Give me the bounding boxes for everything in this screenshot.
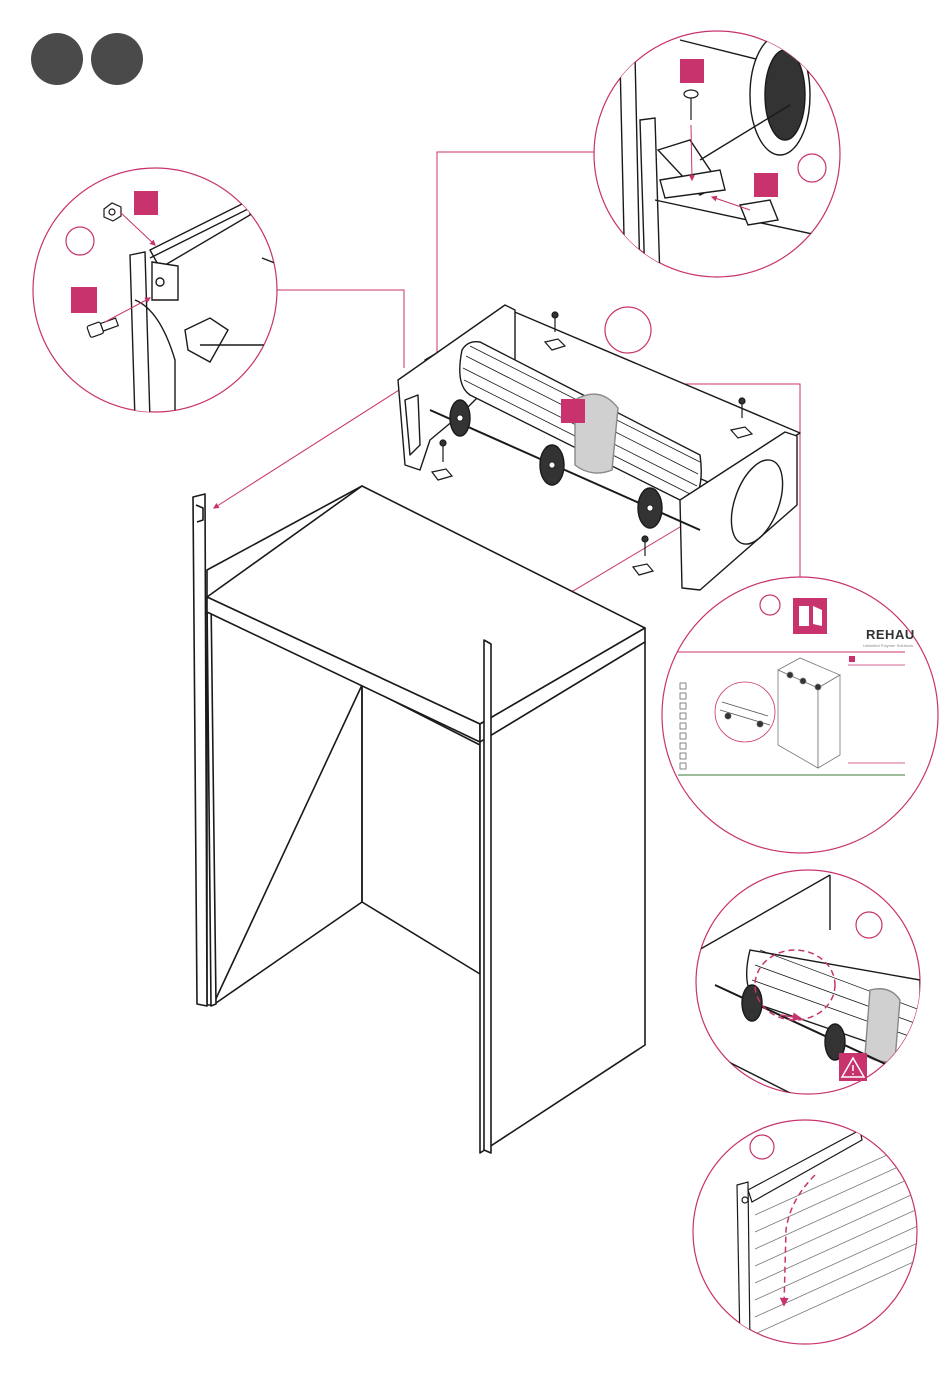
detail-manual [662, 577, 938, 853]
detail-topleft [33, 168, 280, 420]
brand-tagline: Unlimited Polymer Solutions [863, 643, 913, 648]
label-square-bracket [754, 173, 778, 197]
detail-circle-main [605, 307, 651, 353]
connector-topleft [277, 290, 404, 368]
label-square-screw [680, 59, 704, 83]
screw-icon [642, 536, 648, 556]
warning-triangle-icon [839, 1053, 867, 1081]
cabinet-carcass [193, 486, 645, 1153]
label-square-main [561, 399, 585, 423]
manual-book-icon [793, 598, 827, 634]
screw-icon [440, 440, 446, 462]
brand-logo: REHAU [866, 627, 915, 642]
detail-topright [594, 31, 840, 280]
label-square-nut [134, 191, 158, 215]
bracket-icon [633, 564, 653, 575]
label-square-bolt [71, 287, 97, 313]
arrow-left-insert [214, 383, 410, 508]
detail-roller-axle [690, 870, 920, 1098]
bracket-icon [432, 469, 452, 480]
detail-shutter-slats [693, 1120, 920, 1345]
